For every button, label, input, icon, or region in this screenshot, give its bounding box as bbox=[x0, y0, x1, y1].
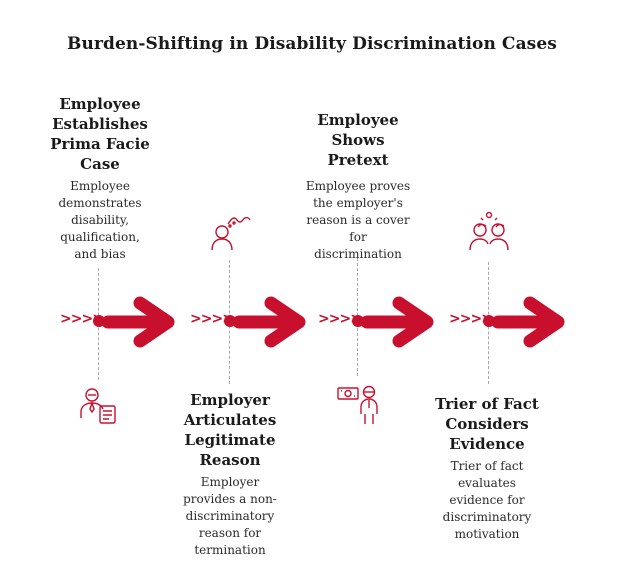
step-2-description-line: reason for bbox=[198, 526, 262, 540]
step-4-description-line: evidence for bbox=[449, 493, 525, 507]
step-4-heading-line: Trier of Fact bbox=[435, 395, 539, 413]
step-1-heading-line: Prima Facie bbox=[50, 135, 150, 153]
step-1-description-line: qualification, bbox=[60, 230, 140, 244]
step-1-chevrons: >>>> bbox=[60, 311, 104, 327]
step-1-heading: Employee Establishes Prima Facie Case bbox=[40, 94, 160, 174]
step-1-description-line: Employee bbox=[70, 179, 130, 193]
step-1-heading-line: Employee bbox=[59, 95, 141, 113]
person-thinking-icon bbox=[211, 216, 251, 251]
step-3-chevrons: >>>> bbox=[318, 311, 362, 327]
step-3-description-line: Employee proves bbox=[305, 179, 411, 193]
step-2-description-line: termination bbox=[194, 543, 266, 557]
step-3-heading-line: Pretext bbox=[327, 151, 389, 169]
step-4-heading: Trier of Fact Considers Evidence bbox=[420, 394, 554, 454]
step-3-heading-line: Employee bbox=[317, 111, 399, 129]
money-person-icon bbox=[337, 385, 378, 424]
employee-document-icon bbox=[80, 388, 116, 424]
diagram-title: Burden-Shifting in Disability Discrimina… bbox=[67, 34, 557, 54]
step-1-arrow bbox=[101, 296, 175, 348]
step-2-heading-line: Employer bbox=[190, 391, 270, 409]
step-2-chevrons: >>>> bbox=[190, 311, 234, 327]
step-1-description: Employee demonstrates disability, qualif… bbox=[40, 178, 160, 263]
step-4-description-line: evaluates bbox=[458, 476, 516, 490]
step-2-heading-line: Articulates bbox=[183, 411, 277, 429]
step-4-arrow bbox=[491, 296, 565, 348]
step-2-description-line: provides a non- bbox=[183, 492, 277, 506]
step-3-description-line: the employer's bbox=[313, 196, 403, 210]
step-2-description: Employer provides a non- discriminatory … bbox=[168, 474, 292, 559]
step-3-description-line: for bbox=[349, 230, 367, 244]
step-1-heading-line: Establishes bbox=[52, 115, 148, 133]
step-1-heading-line: Case bbox=[80, 155, 120, 173]
step-4-description-line: Trier of fact bbox=[450, 459, 524, 473]
group-discussion-icon bbox=[469, 211, 509, 251]
step-3-heading: Employee Shows Pretext bbox=[296, 110, 420, 170]
step-2-heading-line: Legitimate bbox=[184, 431, 276, 449]
step-3-description-line: discrimination bbox=[314, 247, 402, 261]
step-3-heading-line: Shows bbox=[331, 131, 385, 149]
step-4-description: Trier of fact evaluates evidence for dis… bbox=[424, 458, 550, 543]
step-4-heading-line: Considers bbox=[445, 415, 529, 433]
step-3-arrow bbox=[360, 296, 434, 348]
step-2-arrow bbox=[232, 296, 306, 348]
step-3-description: Employee proves the employer's reason is… bbox=[290, 178, 426, 263]
step-4-description-line: discriminatory bbox=[442, 510, 532, 524]
step-1-description-line: disability, bbox=[71, 213, 129, 227]
step-4-chevrons: >>>> bbox=[449, 311, 493, 327]
step-2-heading: Employer Articulates Legitimate Reason bbox=[168, 390, 292, 470]
step-1-description-line: and bias bbox=[74, 247, 126, 261]
step-4-heading-line: Evidence bbox=[449, 435, 525, 453]
step-2-description-line: Employer bbox=[200, 475, 260, 489]
step-2-description-line: discriminatory bbox=[185, 509, 275, 523]
step-4-description-line: motivation bbox=[454, 527, 520, 541]
step-3-description-line: reason is a cover bbox=[306, 213, 410, 227]
step-1-description-line: demonstrates bbox=[58, 196, 142, 210]
step-2-heading-line: Reason bbox=[199, 451, 261, 469]
